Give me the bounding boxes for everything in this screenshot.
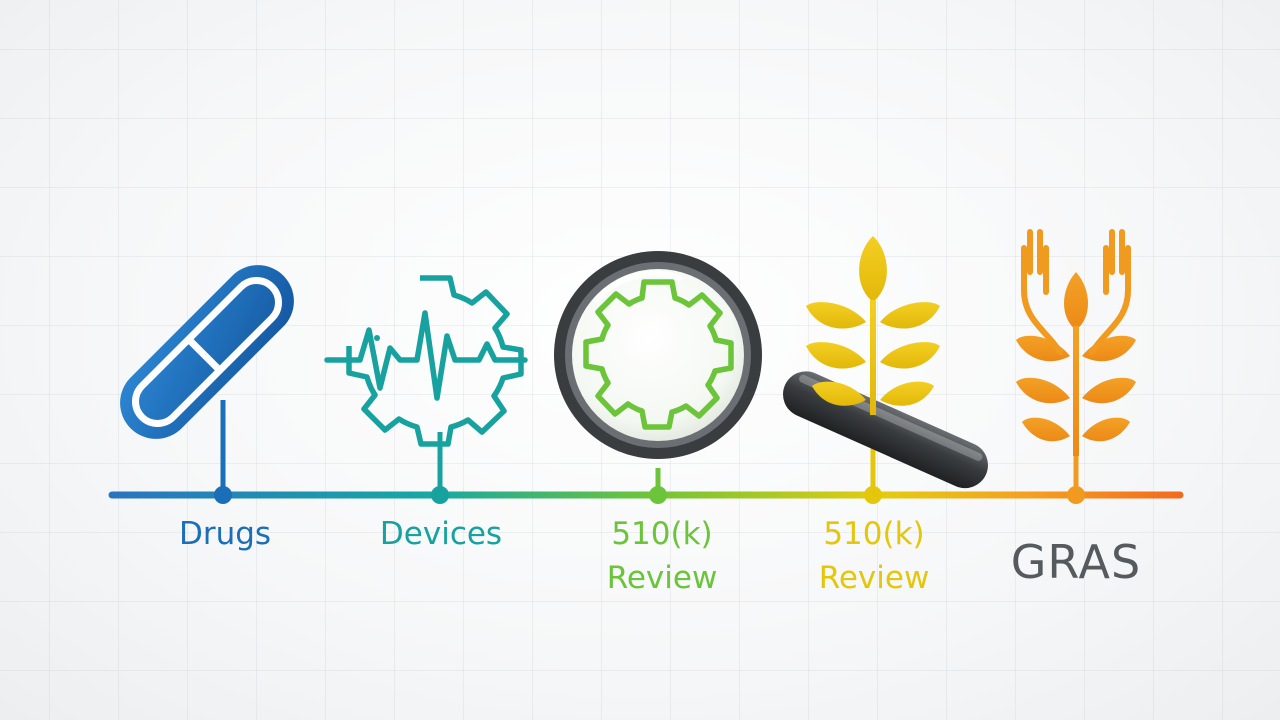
review-label-green: 510(k) Review — [607, 512, 718, 600]
gear-heartbeat-icon — [324, 275, 528, 447]
wheat-icon — [806, 236, 940, 415]
review-label-green-line1: 510(k) — [611, 516, 713, 552]
devices-label: Devices — [379, 516, 503, 552]
pill-icon — [120, 265, 294, 439]
review-label-yellow-line2: Review — [818, 560, 930, 596]
review-label-yellow: 510(k) Review — [819, 512, 930, 600]
gras-label: GRAS — [1010, 535, 1142, 589]
magnifier-gear-icon — [554, 251, 988, 489]
drugs-label: Drugs — [178, 516, 272, 552]
wheat-fork-icon — [1016, 229, 1136, 456]
review-label-green-line2: Review — [606, 560, 718, 596]
timeline-nodes — [214, 486, 1085, 504]
review-label-yellow-line1: 510(k) — [823, 516, 925, 552]
